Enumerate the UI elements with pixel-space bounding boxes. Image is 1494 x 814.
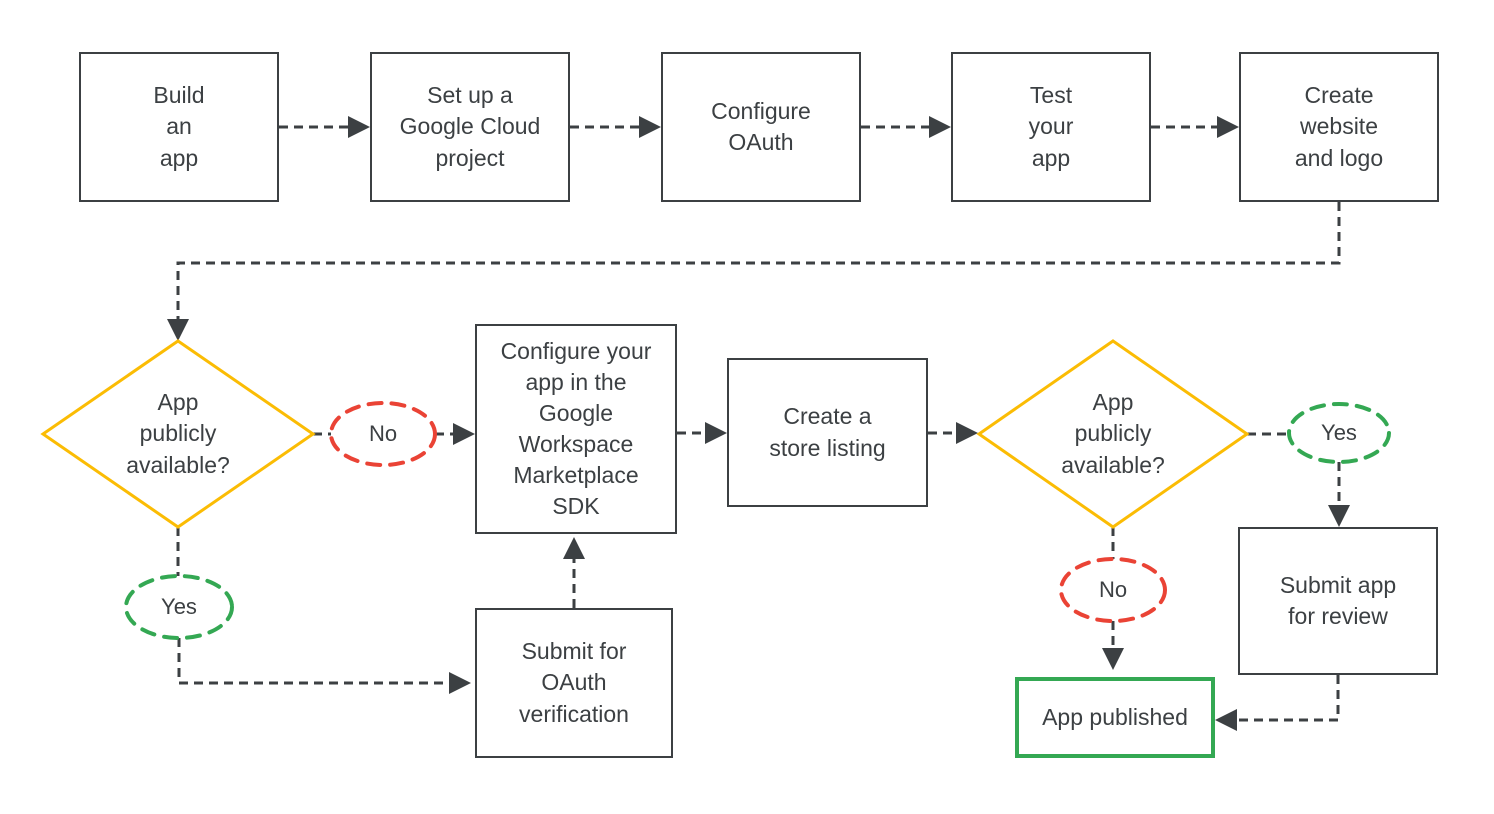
node-store-listing: Create a store listing	[727, 358, 928, 507]
arrowhead-icon	[1328, 505, 1350, 527]
edge-label-yes-2: Yes	[1321, 420, 1357, 446]
arrowhead-icon	[167, 319, 189, 341]
edge-review-to-published	[1238, 675, 1340, 722]
node-submit-review: Submit app for review	[1238, 527, 1438, 675]
arrowhead-icon	[348, 116, 370, 138]
node-create-website-logo: Create website and logo	[1239, 52, 1439, 202]
node-app-published: App published	[1015, 677, 1215, 758]
arrowhead-icon	[1102, 648, 1124, 670]
node-cloud-project: Set up a Google Cloud project	[370, 52, 570, 202]
node-configure-oauth: Configure OAuth	[661, 52, 861, 202]
node-test-app: Test your app	[951, 52, 1151, 202]
edge-label-no-2: No	[1098, 577, 1128, 603]
decision-diamond-2	[976, 339, 1250, 529]
arrowhead-icon	[563, 537, 585, 559]
node-marketplace-sdk: Configure your app in the Google Workspa…	[475, 324, 677, 534]
node-build-app: Build an app	[79, 52, 279, 202]
arrowhead-icon	[449, 672, 471, 694]
edge-label-oval-yes-1	[124, 574, 234, 640]
node-oauth-verification: Submit for OAuth verification	[475, 608, 673, 758]
decision-diamond-1	[40, 339, 316, 529]
decision-1-label: App publicly available?	[126, 389, 230, 478]
arrowhead-icon	[1217, 116, 1239, 138]
edge-website-to-decision1	[176, 202, 1341, 319]
edge-label-no-1: No	[368, 421, 398, 447]
edge-label-oval-no-1	[329, 401, 437, 467]
edge-yes-to-verification	[177, 638, 450, 685]
decision-2-label: App publicly available?	[1061, 389, 1165, 478]
edge-label-oval-no-2	[1059, 557, 1167, 623]
arrowhead-icon	[453, 423, 475, 445]
arrowhead-icon	[956, 422, 978, 444]
edge-label-yes-1: Yes	[161, 594, 197, 620]
arrowhead-icon	[929, 116, 951, 138]
edge-label-oval-yes-2	[1287, 402, 1391, 464]
arrowhead-icon	[705, 422, 727, 444]
arrowhead-icon	[639, 116, 661, 138]
arrowhead-icon	[1215, 709, 1237, 731]
